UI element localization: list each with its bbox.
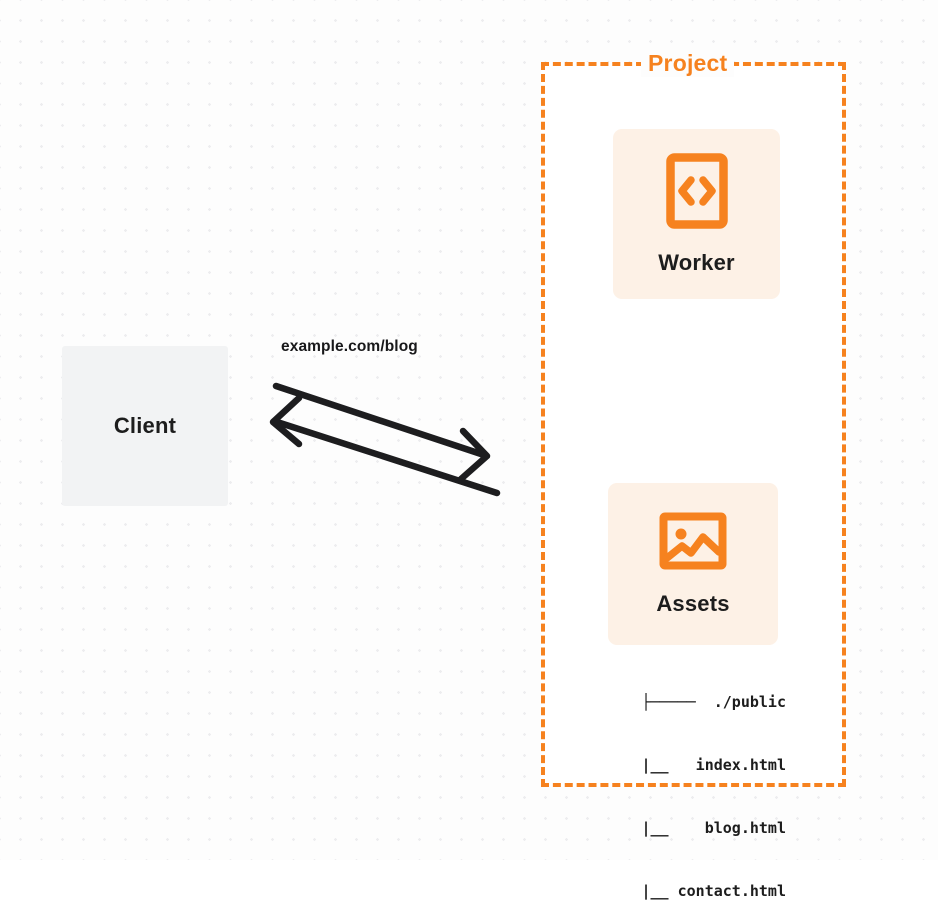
worker-node[interactable]: Worker: [613, 129, 780, 299]
assets-node-label: Assets: [656, 590, 730, 616]
client-node[interactable]: Client: [62, 346, 228, 506]
file-tree-row: |__ blog.html: [605, 819, 786, 837]
code-file-icon: [665, 152, 728, 234]
file-tree-row: |__ contact.html: [605, 882, 786, 900]
file-tree-row: |__ index.html: [605, 756, 786, 774]
request-url-label: example.com/blog: [281, 338, 418, 355]
assets-file-tree: ├───── ./public |__ index.html |__ blog.…: [566, 650, 786, 923]
file-tree-row: ├───── ./public: [641, 693, 787, 711]
assets-node[interactable]: Assets: [608, 483, 778, 645]
project-title-label: Project: [641, 50, 735, 77]
image-icon: [659, 512, 727, 575]
client-node-label: Client: [113, 413, 177, 438]
worker-node-label: Worker: [658, 249, 735, 275]
